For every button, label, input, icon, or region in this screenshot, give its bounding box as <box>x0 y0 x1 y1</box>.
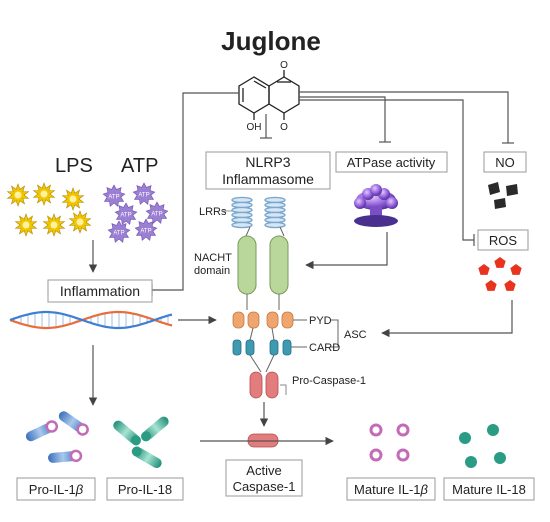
inflammation-label: Inflammation <box>60 283 140 299</box>
atp-particle <box>114 202 138 225</box>
atpase-to-nacht-arrow <box>305 232 388 270</box>
atp-particle <box>145 201 169 224</box>
asc-label: ASC <box>344 329 367 341</box>
juglone-title: Juglone <box>221 26 321 56</box>
card-label: CARD <box>309 342 340 354</box>
lrr-domain-icon <box>231 196 286 229</box>
mature-il1b-box <box>346 477 436 501</box>
oxygen-top-label: O <box>280 60 288 71</box>
pyd-domain-icon <box>232 311 294 329</box>
active-caspase-box <box>225 459 303 497</box>
atp-particle <box>102 184 126 207</box>
ros-particle <box>510 264 522 275</box>
pro-il18-label: Pro-IL-18 <box>118 482 172 497</box>
lps-label: LPS <box>55 155 93 177</box>
atpase-label: ATPase activity <box>347 155 436 170</box>
pro-caspase-icon <box>249 371 279 399</box>
nlrp3-label-line1: NLRP3 <box>245 154 290 170</box>
pro-il18-icon <box>113 416 169 468</box>
active-caspase-line2: Caspase-1 <box>233 479 296 494</box>
ros-particle <box>494 257 506 268</box>
mature-il1b-icon <box>369 423 410 462</box>
mature-il18-box <box>443 477 535 501</box>
nacht-label-line2: domain <box>194 265 230 277</box>
atpase-protein-icon <box>354 184 398 227</box>
dna-helix-icon <box>9 310 173 330</box>
nitric-oxide-particles-icon <box>488 182 518 209</box>
nacht-domain-icon <box>237 226 289 310</box>
nlrp3-label-line2: Inflammasome <box>222 171 314 187</box>
pro-il1b-icon <box>25 411 89 463</box>
pro-caspase-label: Pro-Caspase-1 <box>292 375 366 387</box>
card-domain-icon <box>232 339 292 356</box>
ros-particle <box>478 264 490 275</box>
atp-particle <box>107 220 131 243</box>
atp-stimulus-icon: ATP ATP ATP ATP ATP ATP <box>102 182 169 243</box>
ros-box <box>477 229 529 251</box>
svg-text:ATP: ATP <box>108 195 119 201</box>
svg-text:ATP: ATP <box>113 231 124 237</box>
juglone-inhibition-lines <box>151 91 514 296</box>
inflammation-box <box>47 279 153 303</box>
atp-particle <box>132 182 156 205</box>
nacht-label-line1: NACHT <box>194 252 232 264</box>
lps-stimulus-icon <box>6 182 92 237</box>
mature-il18-icon <box>459 424 506 468</box>
mature-il1b-label: Mature IL-1β <box>354 482 428 497</box>
svg-text:ATP: ATP <box>140 229 151 235</box>
ros-particle <box>485 280 497 291</box>
juglone-structure-icon <box>238 70 300 120</box>
pro-il1b-box <box>16 477 96 501</box>
mature-il18-label: Mature IL-18 <box>452 482 526 497</box>
hydroxyl-label: OH <box>247 122 262 133</box>
pro-il18-box <box>106 477 184 501</box>
lrrs-label: LRRs <box>199 206 227 218</box>
oxygen-bottom-label: O <box>280 122 288 133</box>
no-box <box>483 151 527 173</box>
ros-particle <box>504 280 516 291</box>
nlrp3-box <box>205 151 331 190</box>
ros-to-asc-arrow <box>381 300 513 338</box>
atp-particle <box>134 218 158 241</box>
active-caspase-line1: Active <box>246 463 281 478</box>
svg-text:ATP: ATP <box>138 193 149 199</box>
atp-label: ATP <box>121 155 158 177</box>
pro-il1b-label: Pro-IL-1β <box>29 482 84 497</box>
atpase-box <box>335 151 448 173</box>
svg-text:ATP: ATP <box>120 213 131 219</box>
pyd-label: PYD <box>309 315 332 327</box>
ros-label: ROS <box>489 233 518 248</box>
no-label: NO <box>495 155 515 170</box>
ros-particles-icon <box>478 257 522 291</box>
svg-text:ATP: ATP <box>151 212 162 218</box>
